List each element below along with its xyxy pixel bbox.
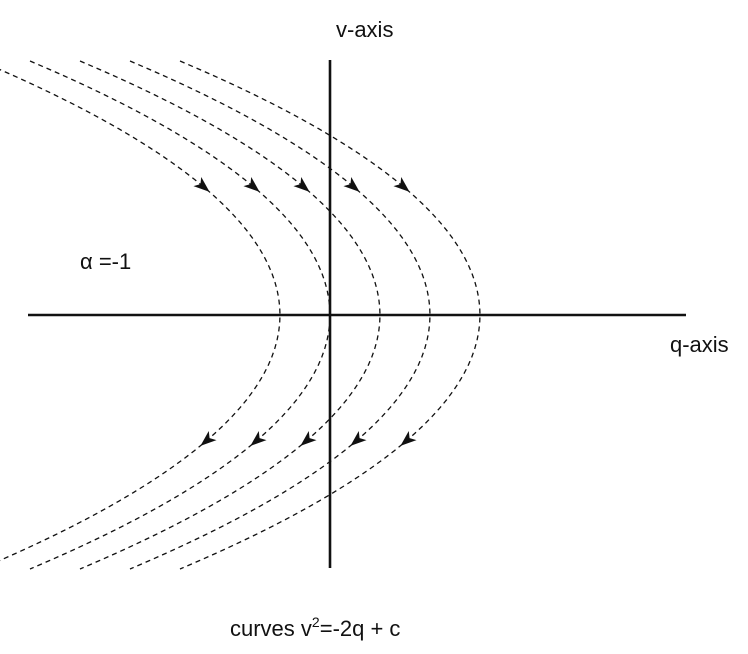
alpha-label: α =-1 [80, 249, 132, 274]
flow-arrowhead [243, 176, 260, 192]
flow-arrows [193, 176, 417, 446]
flow-arrowhead [400, 430, 417, 446]
flow-arrowhead [300, 430, 317, 446]
flow-arrowhead [293, 176, 310, 192]
caption-suffix: =-2q + c [319, 616, 401, 641]
caption-prefix: curves v [230, 616, 312, 641]
q-axis-label: q-axis [670, 332, 729, 357]
flow-arrowhead [193, 176, 210, 192]
flow-arrowhead [393, 176, 410, 192]
flow-arrowhead [350, 430, 367, 446]
flow-arrowhead [343, 176, 360, 192]
flow-arrowhead [250, 430, 267, 446]
caption-exponent: 2 [311, 614, 320, 630]
flow-arrowhead [200, 430, 217, 446]
curves-caption: curves v2=-2q + c [230, 615, 401, 641]
v-axis-label: v-axis [336, 17, 394, 42]
